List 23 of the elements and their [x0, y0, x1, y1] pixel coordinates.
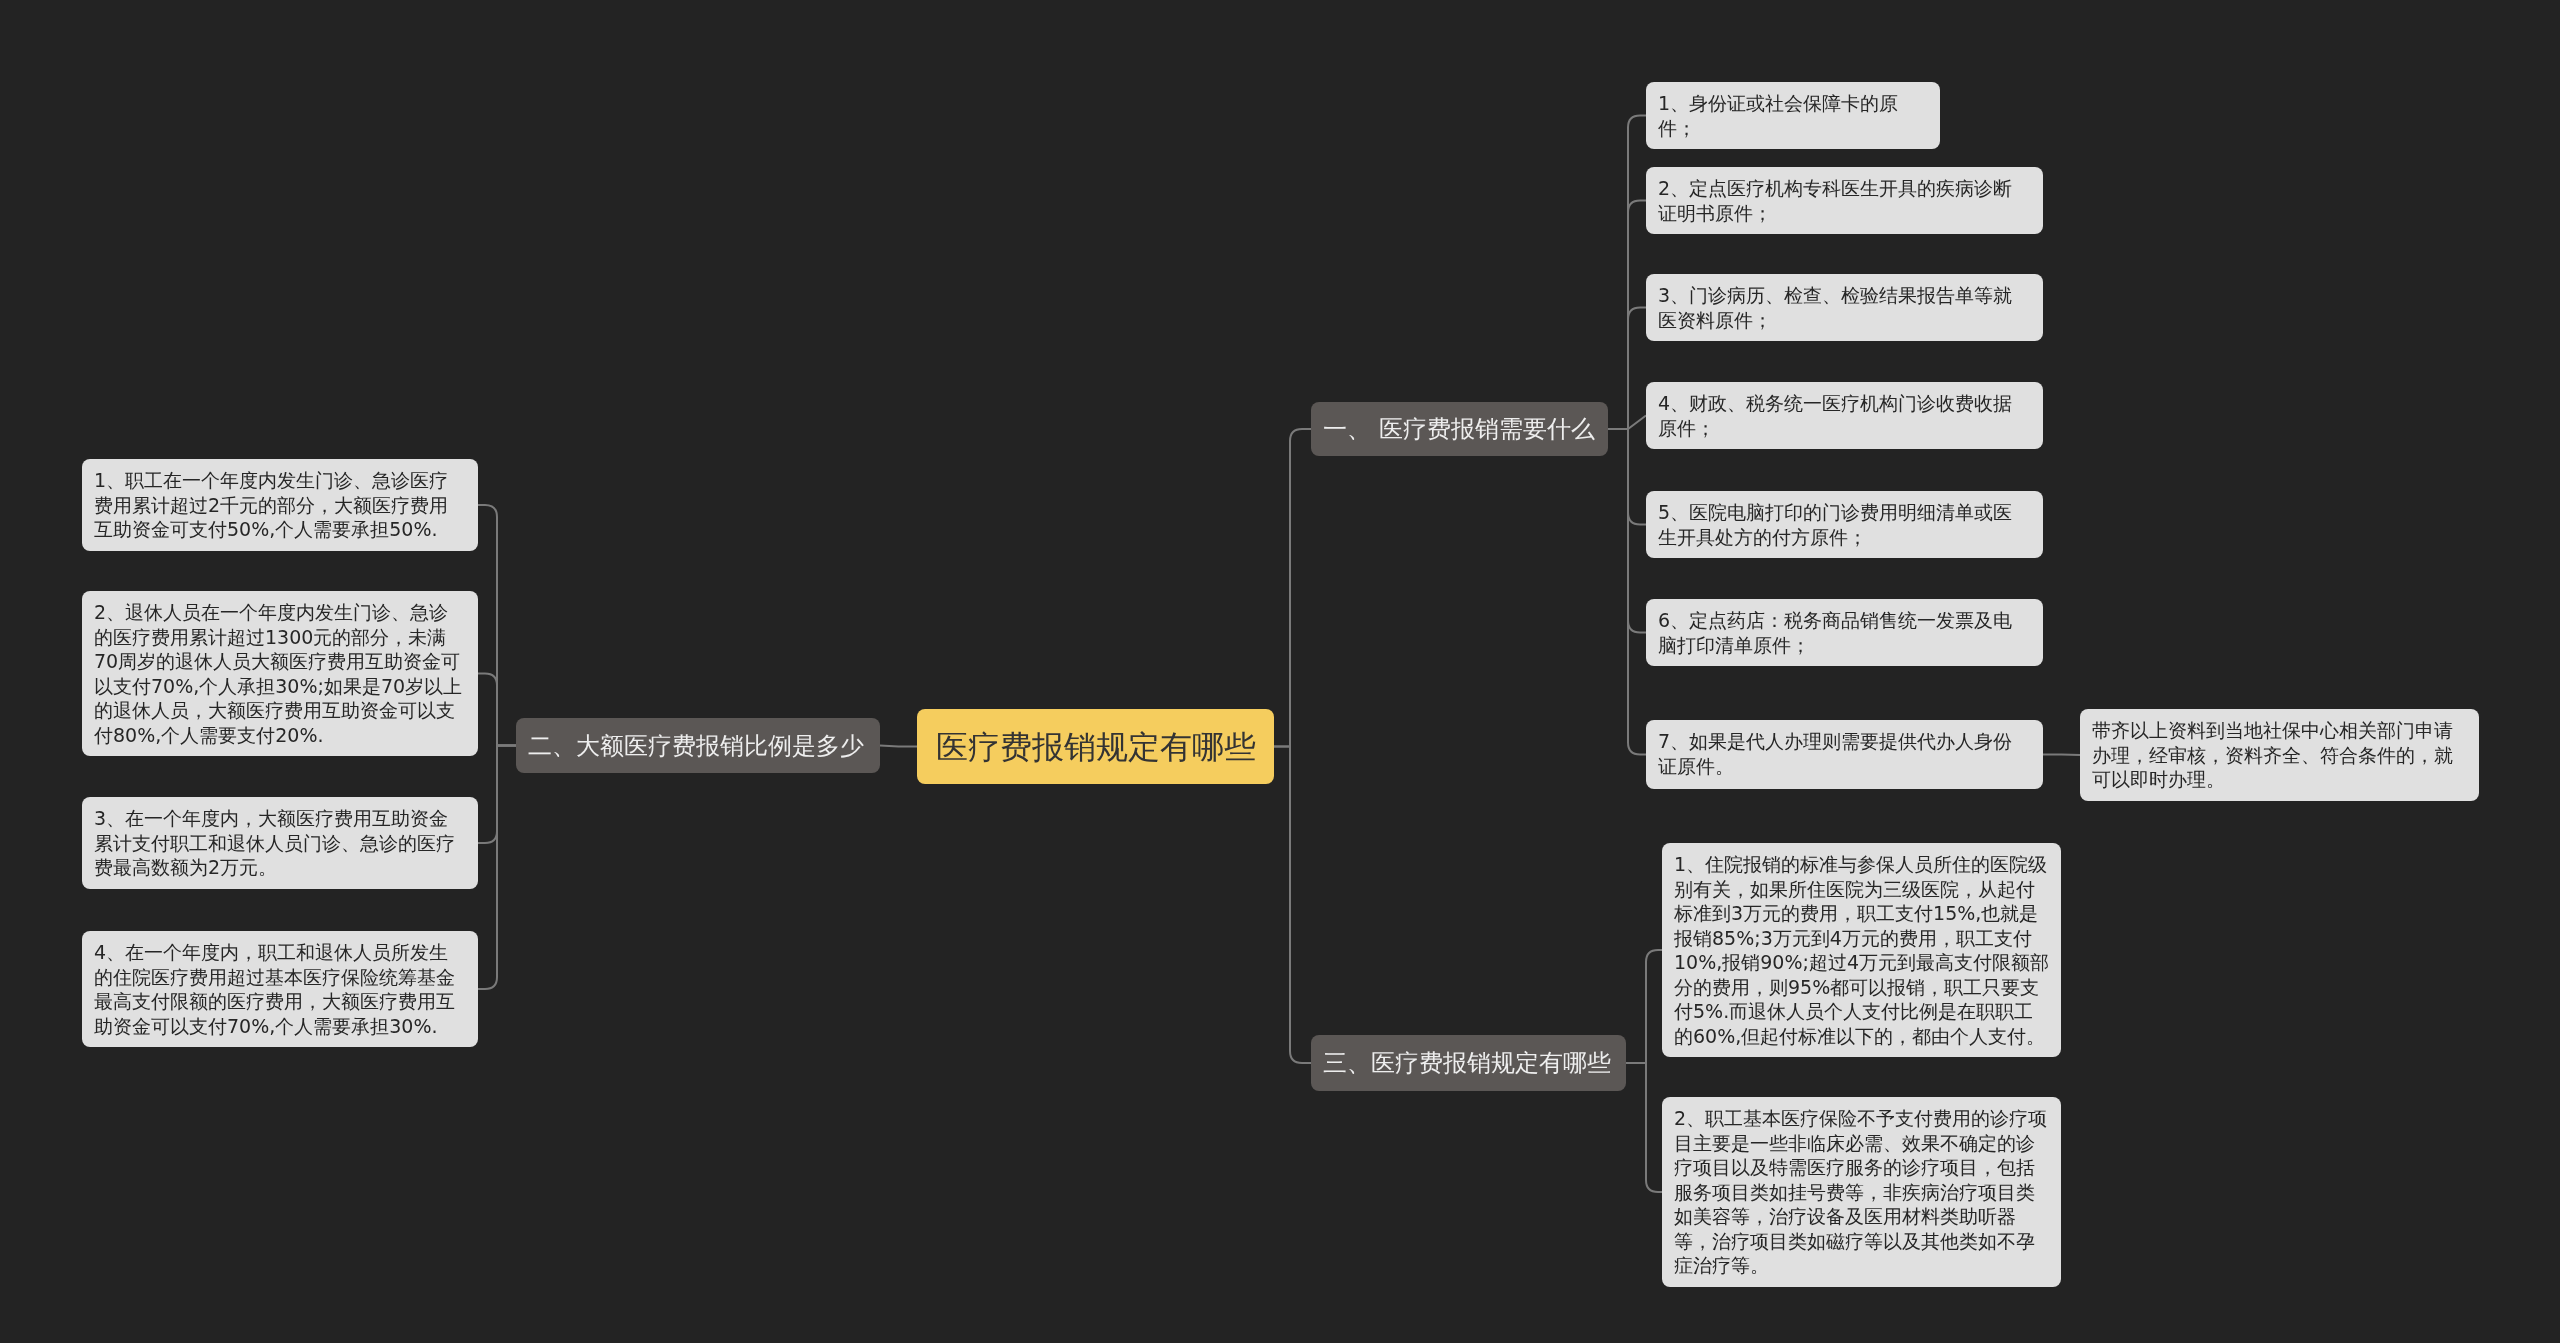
note-box: 带齐以上资料到当地社保中心相关部门申请办理，经审核，资料齐全、符合条件的，就可以即时办理。	[2080, 709, 2479, 801]
note-box: 1、职工在一个年度内发生门诊、急诊医疗费用累计超过2千元的部分，大额医疗费用互助资金可支付50%,个人需要承担50%.	[82, 459, 478, 551]
note-box: 1、住院报销的标准与参保人员所住的医院级别有关，如果所住医院为三级医院，从起付标准到3万元的费用，职工支付15%,也就是报销85%;3万元到4万元的费用，职工支付10%,报销90%;超过4万元到最高支付限额部分的费用，则95%都可以报销，职工只要支付5%.而退休人员个人支付比例是在职职工的60%,但起付标准以下的，都由个人支付。	[1662, 843, 2061, 1057]
note-box: 4、财政、税务统一医疗机构门诊收费收据原件；	[1646, 382, 2043, 449]
note-box: 1、身份证或社会保障卡的原件；	[1646, 82, 1940, 149]
note-box: 4、在一个年度内，职工和退休人员所发生的住院医疗费用超过基本医疗保险统筹基金最高支付限额的医疗费用，大额医疗费用互助资金可以支付70%,个人需要承担30%.	[82, 931, 478, 1047]
note-box: 5、医院电脑打印的门诊费用明细清单或医生开具处方的付方原件；	[1646, 491, 2043, 558]
connector-line	[2042, 753, 2081, 756]
branch-topic: 一、 医疗费报销需要什么	[1311, 402, 1608, 456]
connector-line	[477, 744, 517, 990]
central-topic: 医疗费报销规定有哪些	[917, 709, 1274, 784]
branch-topic: 三、医疗费报销规定有哪些	[1311, 1035, 1626, 1091]
connector-line	[1607, 428, 1647, 756]
note-box: 6、定点药店：税务商品销售统一发票及电脑打印清单原件；	[1646, 599, 2043, 666]
note-box: 7、如果是代人办理则需要提供代办人身份证原件。	[1646, 720, 2043, 789]
note-box: 2、退休人员在一个年度内发生门诊、急诊的医疗费用累计超过1300元的部分，未满70周岁的退休人员大额医疗费用互助资金可以支付70%,个人承担30%;如果是70岁以上的退休人员，大额医疗费用互助资金可以支付80%,个人需要支付20%.	[82, 591, 478, 756]
note-box: 2、职工基本医疗保险不予支付费用的诊疗项目主要是一些非临床必需、效果不确定的诊疗项目以及特需医疗服务的诊疗项目，包括服务项目类如挂号费等，非疾病治疗项目类如美容等，治疗设备及医用材料类助听器等，治疗项目类如磁疗等以及其他类如不孕症治疗等。	[1662, 1097, 2061, 1287]
connector-line	[1273, 745, 1312, 1064]
branch-topic: 二、大额医疗费报销比例是多少	[516, 718, 880, 773]
note-box: 2、定点医疗机构专科医生开具的疾病诊断证明书原件；	[1646, 167, 2043, 234]
note-box: 3、门诊病历、检查、检验结果报告单等就医资料原件；	[1646, 274, 2043, 341]
note-box: 3、在一个年度内，大额医疗费用互助资金累计支付职工和退休人员门诊、急诊的医疗费最高数额为2万元。	[82, 797, 478, 889]
connector-line	[879, 744, 918, 748]
